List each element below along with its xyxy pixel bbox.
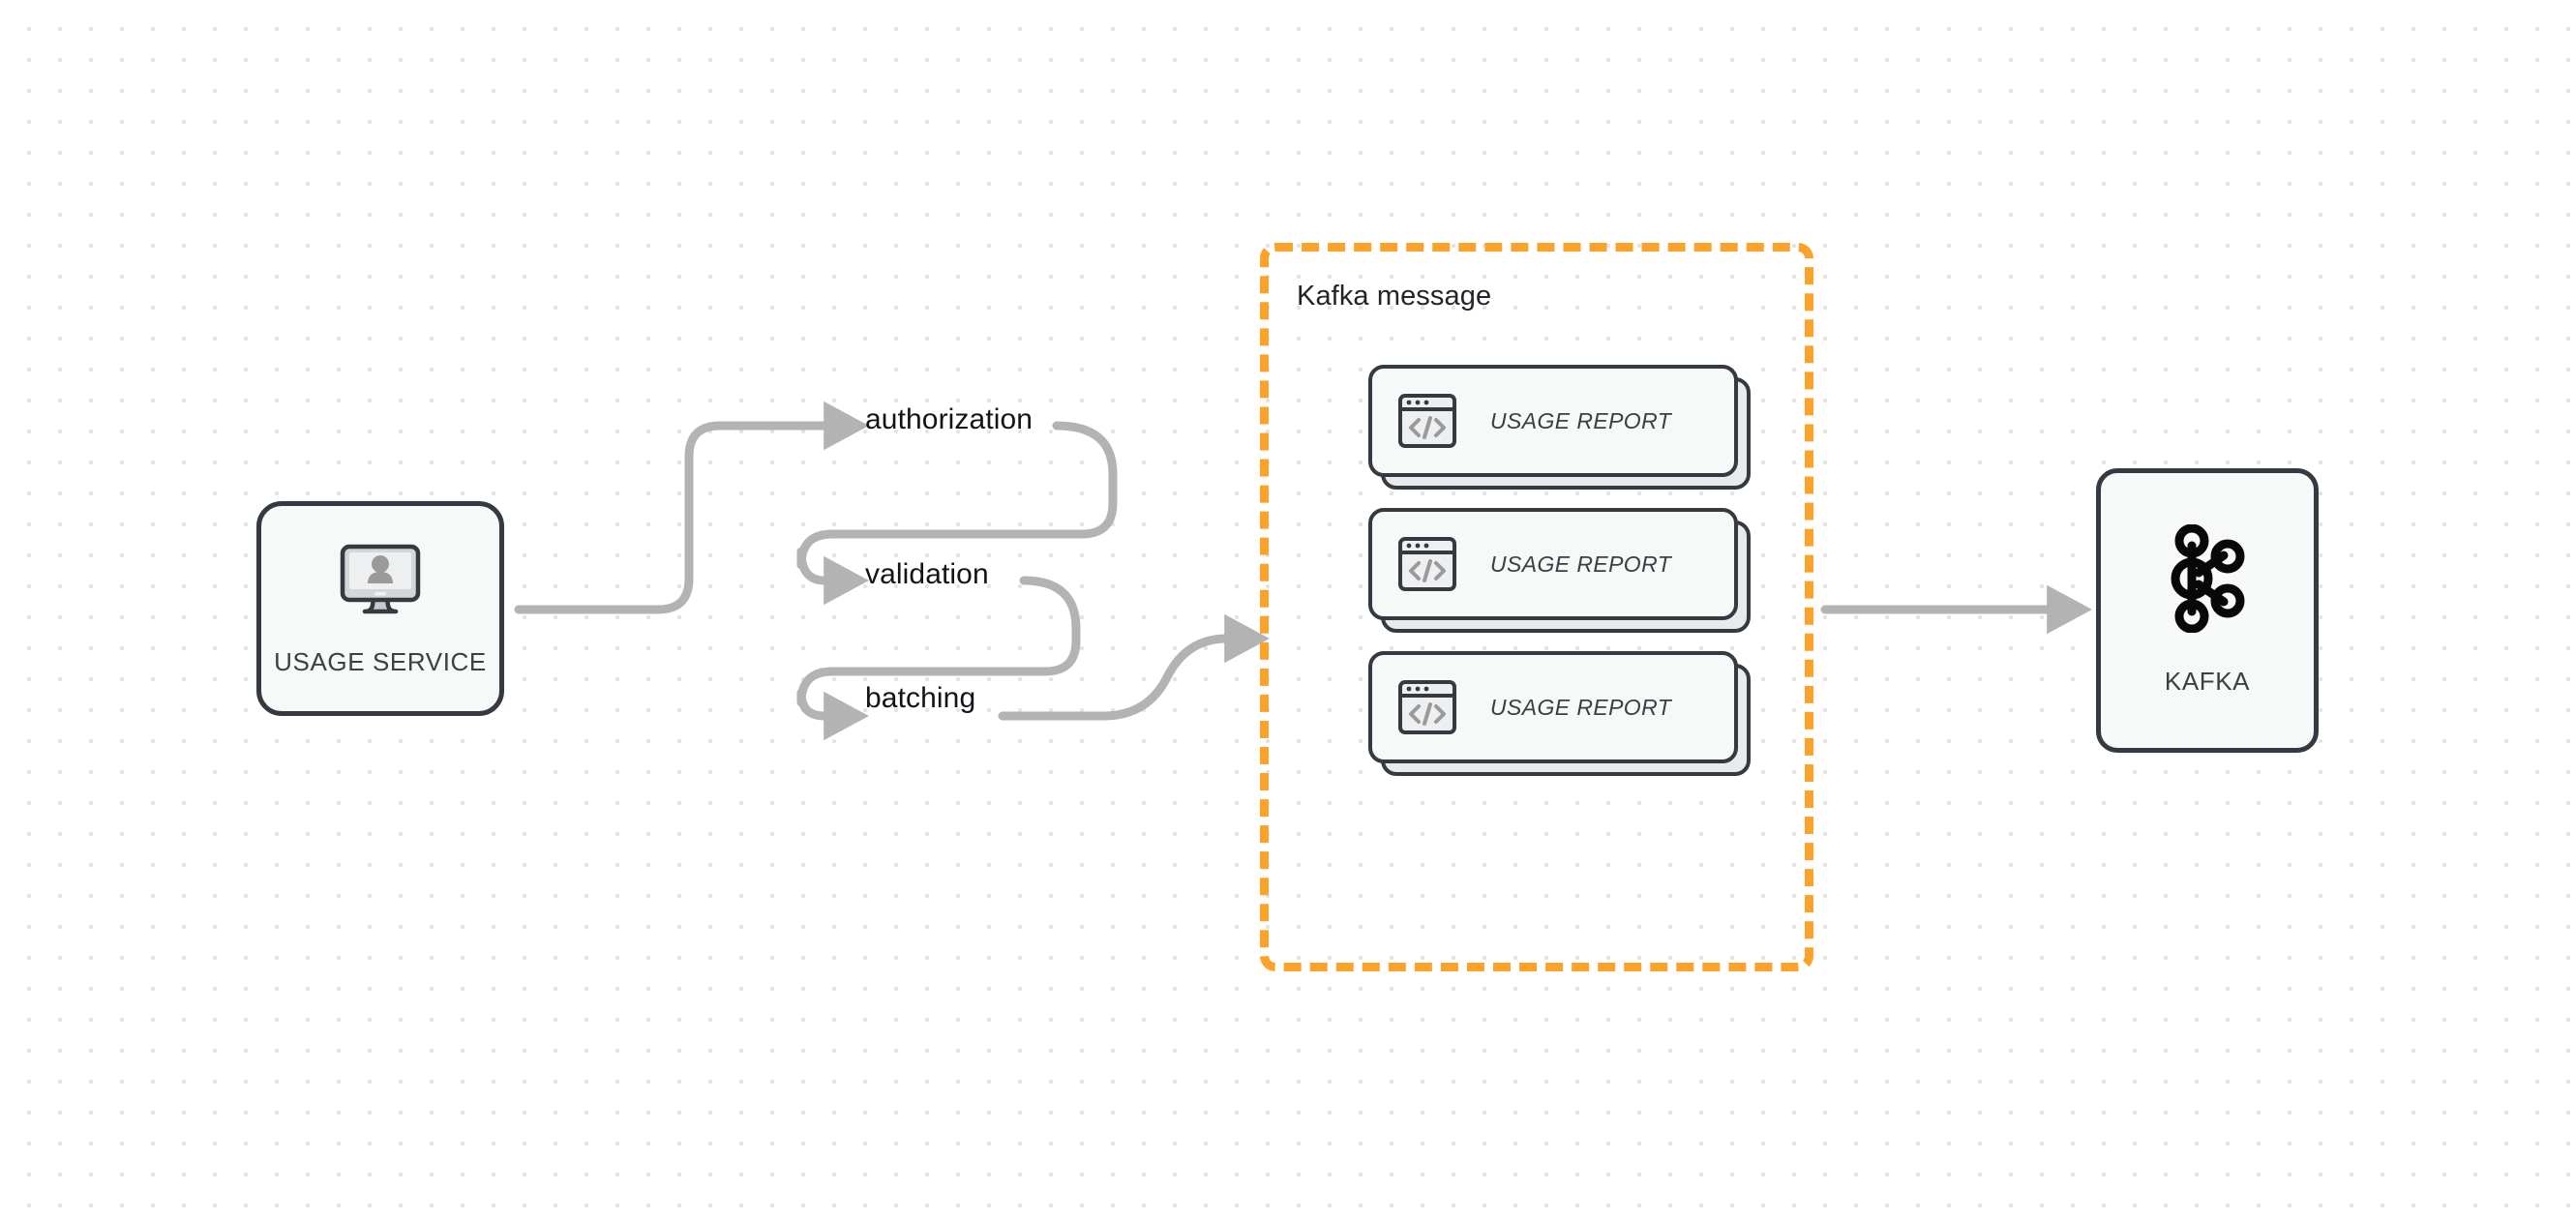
monitor-user-icon: [336, 540, 425, 628]
code-window-icon: [1397, 679, 1457, 735]
group-kafka-message-title: Kafka message: [1297, 281, 1492, 312]
card-usage-report-label: USAGE REPORT: [1490, 694, 1672, 720]
edge-usage-service-to-authorization: [514, 401, 869, 614]
card-usage-report[interactable]: USAGE REPORT: [1368, 365, 1751, 490]
card-usage-report[interactable]: USAGE REPORT: [1368, 508, 1751, 633]
card-stack-front: USAGE REPORT: [1368, 365, 1738, 477]
card-usage-report-label: USAGE REPORT: [1490, 551, 1672, 577]
code-window-icon: [1397, 393, 1457, 449]
kafka-logo-icon: [2166, 523, 2249, 638]
code-window-icon: [1397, 536, 1457, 592]
card-usage-report-label: USAGE REPORT: [1490, 407, 1672, 433]
node-kafka-label: KAFKA: [2164, 667, 2251, 696]
node-kafka[interactable]: KAFKA: [2096, 468, 2319, 753]
edge-authorization-to-validation: [796, 421, 1118, 606]
edge-label-batching: batching: [865, 682, 976, 714]
node-usage-service-label: USAGE SERVICE: [274, 647, 487, 676]
group-kafka-message[interactable]: [1260, 243, 1813, 971]
edge-batching-to-kafka-message: [998, 613, 1270, 721]
edge-label-authorization: authorization: [865, 403, 1033, 435]
card-stack-front: USAGE REPORT: [1368, 508, 1738, 620]
card-stack-front: USAGE REPORT: [1368, 651, 1738, 763]
edge-label-validation: validation: [865, 558, 989, 590]
card-usage-report[interactable]: USAGE REPORT: [1368, 651, 1751, 776]
node-usage-service[interactable]: USAGE SERVICE: [256, 501, 504, 716]
